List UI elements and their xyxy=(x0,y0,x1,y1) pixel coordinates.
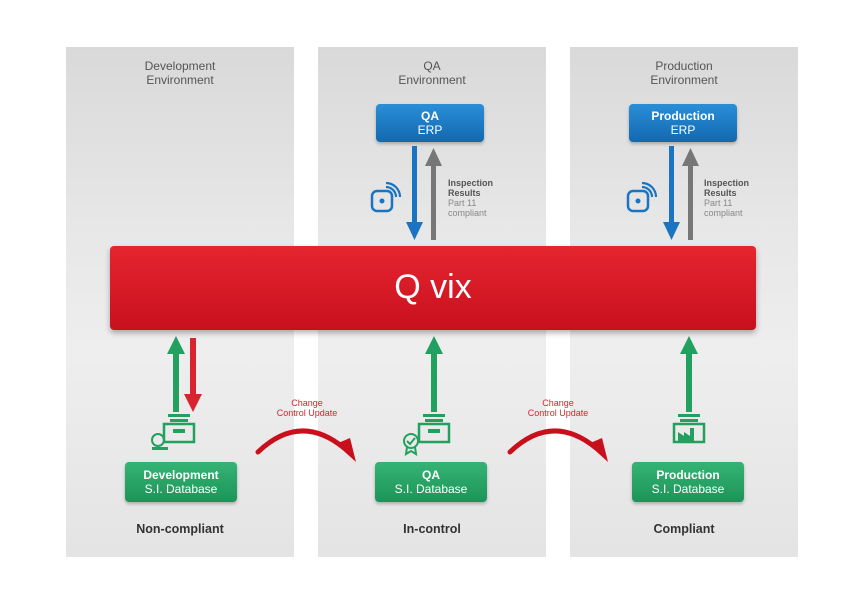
database-sublabel: S.I. Database xyxy=(394,482,468,496)
production-database-box: Production S.I. Database xyxy=(632,462,744,502)
qvix-label: Q vix xyxy=(394,268,472,306)
change-control-line: Change xyxy=(542,398,574,408)
change-control-line: Control Update xyxy=(527,408,589,418)
database-sublabel: S.I. Database xyxy=(144,482,218,496)
column-title-line1: QA xyxy=(423,59,441,73)
production-erp-down-arrow xyxy=(663,146,680,240)
change-control-line: Change xyxy=(291,398,323,408)
production-up-arrow xyxy=(680,336,698,412)
column-title-line2: Environment xyxy=(146,73,214,87)
database-label: Development xyxy=(143,468,219,482)
qa-database-box: QA S.I. Database xyxy=(375,462,487,502)
development-down-arrow xyxy=(184,338,202,412)
column-title: Production Environment xyxy=(570,59,798,87)
column-title: QA Environment xyxy=(318,59,546,87)
qa-erp-box: QA ERP xyxy=(376,104,484,142)
database-sublabel: S.I. Database xyxy=(651,482,725,496)
inspection-line: compliant xyxy=(704,208,743,218)
inspection-line: Part 11 xyxy=(448,198,477,208)
qa-erp-down-arrow xyxy=(406,146,423,240)
column-title: Development Environment xyxy=(66,59,294,87)
production-erp-up-arrow xyxy=(682,148,699,240)
change-control-arrow-qa-to-prod xyxy=(507,428,608,462)
compliance-status: Non-compliant xyxy=(136,522,224,536)
database-tray-icon xyxy=(672,414,706,444)
column-title-line1: Production xyxy=(655,59,713,73)
inspection-results-label: Inspection Results Part 11 compliant xyxy=(448,178,493,218)
inspection-line: compliant xyxy=(448,208,487,218)
erp-label: QA xyxy=(421,109,439,123)
change-control-label: Change Control Update xyxy=(521,398,595,418)
microscope-icon xyxy=(151,433,168,450)
inspection-line: Inspection xyxy=(448,178,494,188)
compliance-status: In-control xyxy=(403,522,461,536)
inspection-line: Results xyxy=(704,188,737,198)
production-erp-box: Production ERP xyxy=(629,104,737,142)
column-title-line2: Environment xyxy=(398,73,466,87)
qvix-platform-bar: Q vix xyxy=(110,246,756,330)
inspection-results-label: Inspection Results Part 11 compliant xyxy=(704,178,749,218)
inspection-line: Part 11 xyxy=(704,198,733,208)
change-control-label: Change Control Update xyxy=(270,398,344,418)
inspection-line: Inspection xyxy=(704,178,750,188)
database-label: QA xyxy=(422,468,440,482)
column-title-line1: Development xyxy=(144,59,216,73)
qa-up-arrow xyxy=(425,336,443,412)
erp-sublabel: ERP xyxy=(417,123,443,137)
database-label: Production xyxy=(656,468,720,482)
column-title-line2: Environment xyxy=(650,73,718,87)
development-up-arrow xyxy=(167,336,185,412)
inspection-line: Results xyxy=(448,188,481,198)
compliance-status: Compliant xyxy=(653,522,715,536)
database-tray-icon xyxy=(162,414,196,444)
factory-icon xyxy=(678,428,694,442)
change-control-line: Control Update xyxy=(276,408,338,418)
erp-sublabel: ERP xyxy=(670,123,696,137)
qa-erp-up-arrow xyxy=(425,148,442,240)
certificate-icon xyxy=(403,433,419,456)
development-database-box: Development S.I. Database xyxy=(125,462,237,502)
change-control-arrow-dev-to-qa xyxy=(255,428,356,462)
database-tray-icon xyxy=(417,414,451,444)
erp-label: Production xyxy=(651,109,715,123)
wireless-tag-icon xyxy=(626,181,658,213)
wireless-tag-icon xyxy=(370,181,402,213)
